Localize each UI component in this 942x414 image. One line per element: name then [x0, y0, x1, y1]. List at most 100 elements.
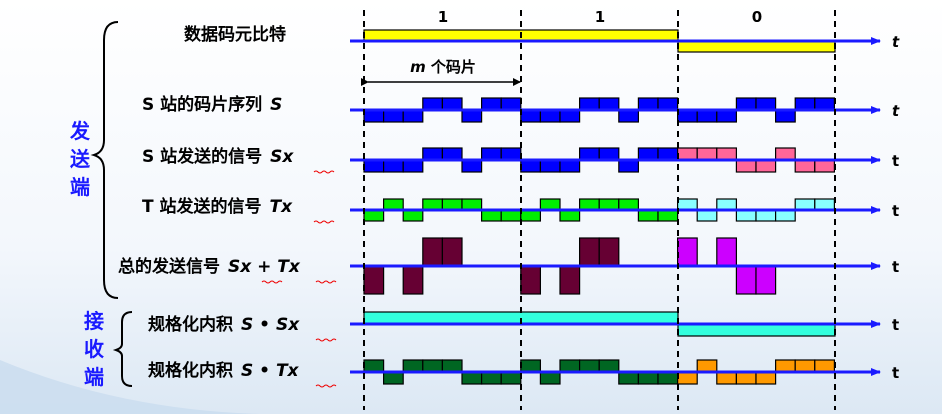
tx-chip: [441, 198, 463, 211]
inner-t-chip: [363, 359, 385, 373]
squiggle-inner-t: [315, 384, 337, 388]
sx-chip: [676, 147, 698, 161]
sx-chip: [794, 159, 816, 173]
sx-chip: [618, 159, 639, 173]
s-seq-chip: [755, 97, 777, 111]
tx-chip: [774, 209, 796, 222]
sx-chip: [500, 147, 522, 161]
sx-chip: [559, 159, 581, 173]
sx-chip: [774, 147, 796, 161]
s-seq-chip: [461, 109, 483, 123]
t-label: t: [892, 152, 899, 170]
s-seq-chip: [716, 109, 737, 123]
s-seq-chip: [657, 97, 679, 111]
tx-chip: [578, 198, 600, 211]
tx-chip: [735, 209, 757, 222]
inner-t-chip: [755, 371, 777, 385]
sx-chip: [716, 147, 737, 161]
inner-t-chip: [774, 359, 796, 373]
tx-chip: [500, 209, 522, 222]
s-seq-chip: [363, 109, 385, 123]
side-recv-1: 接: [84, 309, 104, 333]
s-seq-chip: [598, 97, 620, 111]
inner-t-chip: [539, 371, 561, 385]
t-label: t: [892, 102, 900, 120]
total-chip: [755, 265, 777, 295]
inner-s-bit-0: [677, 323, 836, 337]
tx-chip: [657, 209, 679, 222]
inner-t-chip: [657, 371, 679, 385]
s-seq-chip: [774, 109, 796, 123]
sx-chip: [696, 147, 718, 161]
inner-t-chip: [481, 371, 502, 385]
total-chip: [598, 237, 620, 267]
tx-chip: [461, 198, 483, 211]
s-seq-chip: [618, 109, 639, 123]
total-chip: [578, 237, 600, 267]
total-chip: [363, 265, 385, 295]
t-label: t: [892, 33, 900, 51]
squiggle-total: [261, 280, 337, 284]
total-chip: [735, 265, 757, 295]
s-seq-chip: [676, 109, 698, 123]
inner-t-chip: [422, 359, 443, 373]
s-seq-chip: [794, 97, 816, 111]
side-recv-2: 收: [84, 337, 104, 361]
sx-chip: [539, 159, 561, 173]
inner-t-chip: [578, 359, 600, 373]
s-seq-chip: [520, 109, 541, 123]
inner-t-chip: [441, 359, 463, 373]
s-seq-chip: [696, 109, 718, 123]
bit-label-1: 1: [438, 8, 448, 26]
tx-chip: [402, 209, 424, 222]
t-label: t: [892, 258, 899, 276]
sx-chip: [637, 147, 659, 161]
corner-swoosh: [0, 360, 260, 414]
bit-label-3: 0: [752, 8, 762, 26]
m-chips-label: m 个码片: [410, 58, 476, 76]
sx-chip: [598, 147, 620, 161]
inner-t-chip: [383, 371, 404, 385]
sx-chip: [578, 147, 600, 161]
tx-chip: [383, 198, 404, 211]
tx-chip: [559, 209, 581, 222]
tx-chip: [794, 198, 816, 211]
send-brace: [90, 21, 119, 299]
s-seq-chip: [402, 109, 424, 123]
tx-chip: [539, 198, 561, 211]
inner-t-chip: [461, 371, 483, 385]
inner-t-chip: [598, 359, 620, 373]
inner-t-chip: [814, 359, 835, 373]
t-label: t: [892, 202, 899, 220]
sx-chip: [441, 147, 463, 161]
bit-label-2: 1: [595, 8, 605, 26]
sx-chip: [363, 159, 385, 173]
s-seq-chip: [578, 97, 600, 111]
tx-chip: [755, 209, 777, 222]
total-chip: [422, 237, 443, 267]
sx-chip: [520, 159, 541, 173]
s-seq-chip: [481, 97, 502, 111]
s-seq-chip: [500, 97, 522, 111]
side-send-2: 送: [70, 147, 91, 171]
s-seq-chip: [814, 97, 835, 111]
squiggle-inner-s: [315, 338, 337, 342]
t-label: t: [892, 316, 899, 334]
sx-chip: [481, 147, 502, 161]
total-chip: [402, 265, 424, 295]
side-recv-3: 端: [84, 365, 104, 389]
tx-chip: [481, 209, 502, 222]
s-seq-chip: [383, 109, 404, 123]
s-seq-chip: [637, 97, 659, 111]
inner-t-chip: [696, 359, 718, 373]
recv-brace: [112, 311, 133, 387]
inner-t-chip: [402, 359, 424, 373]
signal-traces: [363, 29, 836, 385]
